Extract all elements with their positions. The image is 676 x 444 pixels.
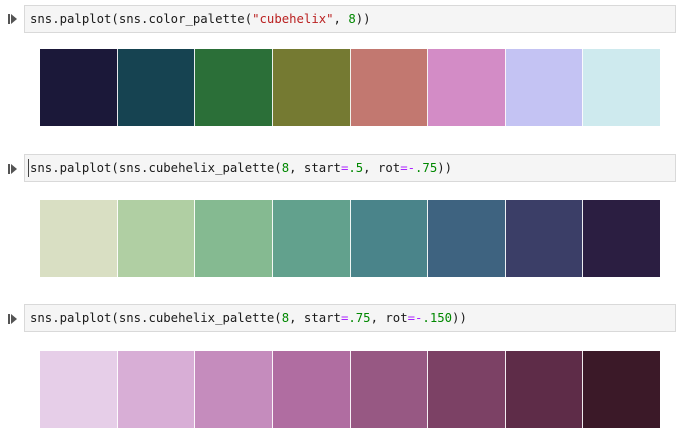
- run-cell-icon[interactable]: [8, 163, 18, 175]
- code-line: sns.palplot(sns.cubehelix_palette(8, sta…: [30, 161, 453, 175]
- palette-output: [40, 200, 660, 277]
- palette-output: [40, 351, 660, 428]
- code-input[interactable]: sns.palplot(sns.color_palette("cubehelix…: [24, 5, 676, 33]
- palette-output: [40, 49, 660, 126]
- text-cursor: [28, 159, 29, 177]
- code-input[interactable]: sns.palplot(sns.cubehelix_palette(8, sta…: [24, 154, 676, 182]
- color-swatch: [428, 351, 506, 428]
- color-swatch: [505, 200, 584, 277]
- color-swatch: [40, 351, 118, 428]
- color-swatch: [117, 351, 196, 428]
- notebook-cell-1: sns.palplot(sns.color_palette("cubehelix…: [0, 0, 676, 130]
- color-swatch: [350, 49, 429, 126]
- color-swatch: [40, 49, 118, 126]
- color-swatch: [428, 49, 506, 126]
- code-line: sns.palplot(sns.color_palette("cubehelix…: [30, 12, 371, 26]
- color-swatch: [583, 49, 660, 126]
- color-swatch: [195, 49, 273, 126]
- color-swatch: [505, 351, 584, 428]
- color-swatch: [272, 200, 351, 277]
- color-swatch: [117, 49, 196, 126]
- color-swatch: [195, 200, 273, 277]
- color-swatch: [117, 200, 196, 277]
- code-input[interactable]: sns.palplot(sns.cubehelix_palette(8, sta…: [24, 304, 676, 332]
- color-swatch: [350, 200, 429, 277]
- notebook-cell-2: sns.palplot(sns.cubehelix_palette(8, sta…: [0, 150, 676, 280]
- color-swatch: [583, 200, 660, 277]
- color-swatch: [428, 200, 506, 277]
- code-line: sns.palplot(sns.cubehelix_palette(8, sta…: [30, 311, 467, 325]
- notebook-cell-3: sns.palplot(sns.cubehelix_palette(8, sta…: [0, 300, 676, 444]
- color-swatch: [272, 49, 351, 126]
- run-cell-icon[interactable]: [8, 313, 18, 325]
- color-swatch: [350, 351, 429, 428]
- color-swatch: [272, 351, 351, 428]
- run-cell-icon[interactable]: [8, 13, 18, 25]
- color-swatch: [40, 200, 118, 277]
- color-swatch: [195, 351, 273, 428]
- color-swatch: [583, 351, 660, 428]
- color-swatch: [505, 49, 584, 126]
